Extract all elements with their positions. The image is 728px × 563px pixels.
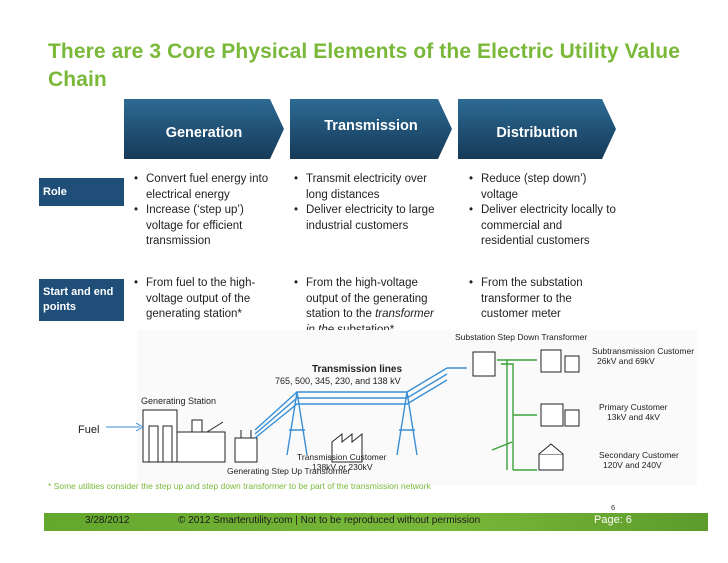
bullet-item: Increase (‘step up’) voltage for efficie… [132,203,282,250]
bullet-item: Convert fuel energy into electrical ener… [132,172,282,203]
secondary-customer-icon [538,443,564,471]
transmission-lines-label: Transmission lines [312,364,402,375]
page-number: Page: 6 [594,514,632,526]
distribution-lines-icon [491,359,537,471]
generating-station-icon [142,409,226,463]
substation-transformer-icon [472,351,496,377]
voltages-label: 765, 500, 345, 230, and 138 kV [275,376,401,386]
bullet-item: From the substation transformer to the c… [467,276,617,323]
stage-label: Generation [165,125,243,141]
bullet-item: Deliver electricity locally to commercia… [467,203,617,250]
transmission-lines-icon [254,367,467,456]
secondary-kv: 120V and 240V [603,460,662,470]
step-up-transformer-icon [234,430,258,463]
power-grid-diagram: Generating Station Generating Step Up Tr… [137,330,697,485]
bullet-item: From fuel to the high-voltage output of … [132,276,282,323]
primary-kv: 13kV and 4kV [607,412,660,422]
subtransmission-kv: 26kV and 69kV [597,356,655,366]
stage-label: Distribution [496,125,578,141]
transmission-customer-label: Transmission Customer [297,452,387,462]
endpoints-generation: From fuel to the high-voltage output of … [132,276,282,323]
footer-date: 3/28/2012 [85,515,130,526]
primary-label: Primary Customer [599,402,668,412]
row-label-role: Role [39,178,124,206]
footer-copyright: © 2012 Smarterutility.com | Not to be re… [178,515,481,526]
role-distribution: Reduce (step down’) voltage Deliver elec… [467,172,617,250]
role-transmission: Transmit electricity over long distances… [292,172,444,234]
substation-label: Substation Step Down Transformer [455,332,587,342]
endpoints-distribution: From the substation transformer to the c… [467,276,617,323]
stage-generation: Generation [124,99,284,159]
role-generation: Convert fuel energy into electrical ener… [132,172,282,250]
footnote: * Some utilities consider the step up an… [48,481,431,491]
bullet-item: From the high-voltage output of the gene… [292,276,444,338]
footer-bar [44,513,708,531]
bullet-item: Transmit electricity over long distances [292,172,444,203]
subtransmission-label: Subtransmission Customer [592,346,694,356]
stage-distribution: Distribution [458,99,616,159]
subtransmission-customer-icon [540,349,580,373]
stage-label: Transmission [324,118,418,134]
secondary-label: Secondary Customer [599,450,679,460]
bullet-item: Reduce (step down’) voltage [467,172,617,203]
generating-station-label: Generating Station [141,396,216,406]
page-number-small: 6 [611,503,616,512]
bullet-item: Deliver electricity to large industrial … [292,203,444,234]
endpoints-transmission: From the high-voltage output of the gene… [292,276,444,338]
transmission-customer-kv: 138kV or 230kV [312,462,373,472]
fuel-label: Fuel [78,424,100,436]
slide-title: There are 3 Core Physical Elements of th… [48,40,680,91]
stage-transmission: Transmission [290,99,452,159]
row-label-start-end: Start and end points [39,279,124,321]
step-up-label: Generating Step Up Transformer [227,466,350,476]
primary-customer-icon [540,403,580,427]
factory-icon [331,432,363,463]
fuel-arrow-icon [106,422,145,432]
